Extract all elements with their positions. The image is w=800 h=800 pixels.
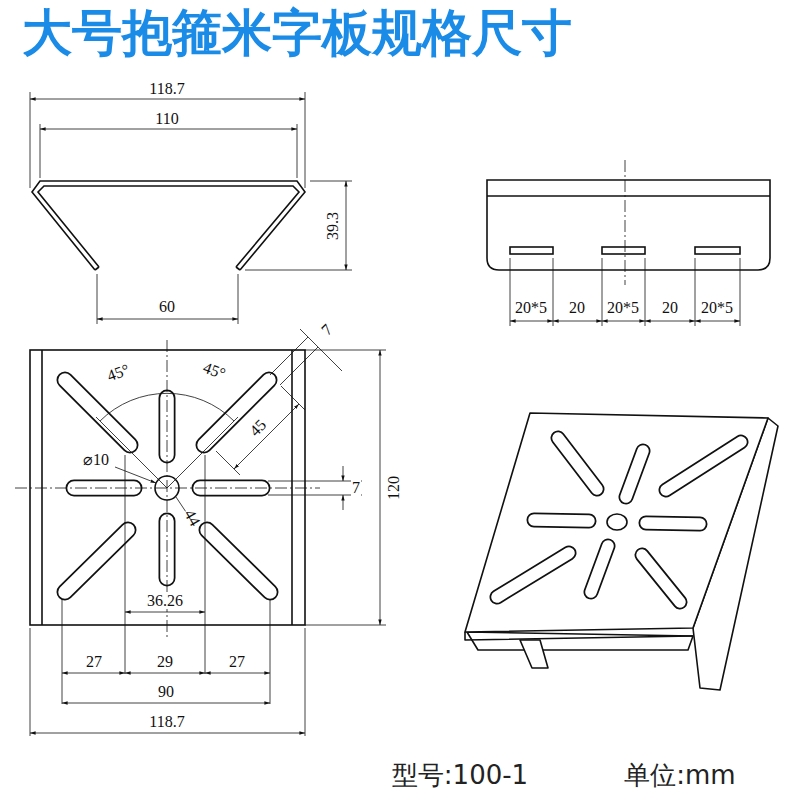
dimension-text: 20*5 [606,300,640,316]
caption-note: 单位:mm [624,762,735,788]
title: 大号抱箍米字板规格尺寸 [22,6,572,61]
dimension-text: 90 [157,684,175,700]
dimension-text: 36.26 [146,593,184,609]
dimension-text: 45° [200,359,228,382]
dimension-text: 45° [104,361,132,384]
front-dimensions [30,92,352,324]
dimension-text: 118.7 [148,714,185,730]
iso-view [465,413,778,690]
dimension-text: 120 [386,475,402,501]
caption-note: 型号:100-1 [392,762,528,788]
dimension-text: 44 [181,506,204,530]
plan-dimensions [15,329,386,736]
dimension-text: ⌀10 [82,452,110,468]
iso-slots [497,438,741,602]
side-view [487,180,770,270]
dimension-text: 27 [85,654,103,670]
dimension-text: 20*5 [514,300,548,316]
plan-slots [65,380,270,592]
front-view [32,181,305,270]
dimension-text: 39.3 [325,211,341,241]
dimension-text: 20*5 [700,300,734,316]
side-dimensions [510,160,740,326]
dimension-text: 7 [318,321,336,339]
dimension-text: 60 [158,299,176,315]
dimension-text: 20 [568,300,586,316]
dimension-text: 7 [351,480,361,496]
plan-view [30,350,305,625]
dimension-text: 27 [228,654,246,670]
dimension-text: 29 [156,654,174,670]
dimension-text: 45 [246,416,270,440]
dimension-text: 118.7 [148,81,185,97]
dimension-text: 20 [661,300,679,316]
dimension-text: 110 [154,111,179,127]
